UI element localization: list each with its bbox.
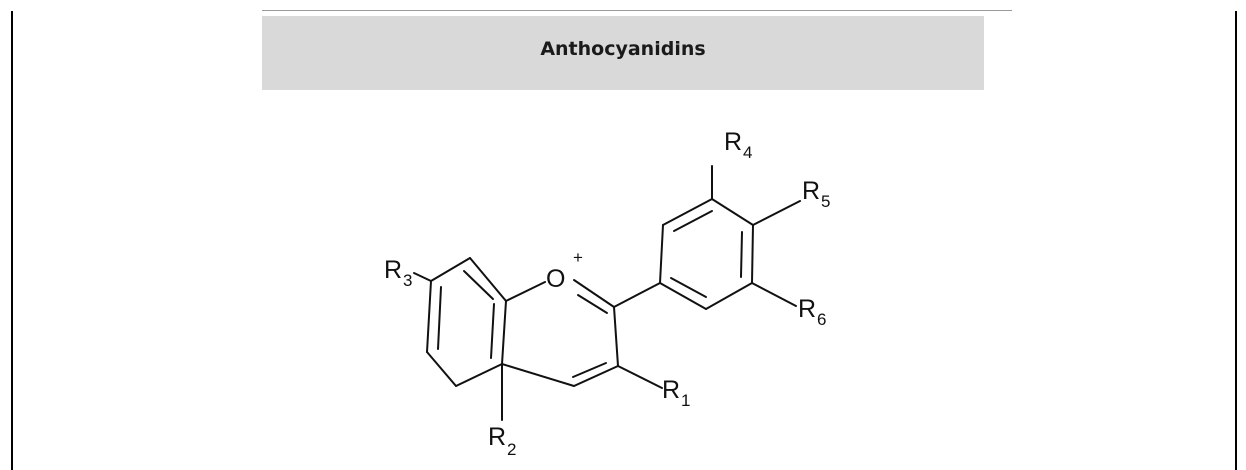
double-bond-inner <box>577 294 608 314</box>
header-band: Anthocyanidins <box>262 16 984 90</box>
bond <box>455 363 503 387</box>
bond-r3 <box>413 272 432 282</box>
bond <box>751 224 754 284</box>
svg-text:R: R <box>662 376 680 404</box>
bond <box>573 279 615 308</box>
bond <box>705 282 753 310</box>
svg-text:R: R <box>384 256 402 284</box>
r1-label: R 1 <box>662 376 690 410</box>
bond <box>501 363 575 387</box>
bond <box>662 198 713 226</box>
svg-text:5: 5 <box>821 192 830 211</box>
r4-label: R 4 <box>724 128 752 162</box>
bond <box>573 365 619 387</box>
double-bond-inner <box>673 210 713 232</box>
bond <box>430 257 471 282</box>
svg-text:R: R <box>488 423 506 451</box>
svg-text:4: 4 <box>743 143 752 162</box>
svg-text:R: R <box>802 177 820 205</box>
bond <box>426 351 457 387</box>
figure-title: Anthocyanidins <box>540 38 706 60</box>
svg-text:O: O <box>546 265 565 293</box>
bond <box>659 224 664 284</box>
bond <box>505 281 546 302</box>
bond <box>711 198 754 226</box>
right-border <box>1235 11 1237 470</box>
bond-r6 <box>751 282 797 307</box>
left-border <box>11 11 13 470</box>
svg-text:6: 6 <box>817 310 826 329</box>
double-bond-inner <box>463 270 494 300</box>
bond <box>613 306 619 367</box>
svg-text:R: R <box>724 128 742 156</box>
svg-text:1: 1 <box>681 391 690 410</box>
top-rule <box>262 10 1012 11</box>
bond <box>659 282 707 310</box>
r5-label: R 5 <box>802 177 830 211</box>
bond <box>469 257 507 302</box>
r3-label: R 3 <box>384 256 412 290</box>
bond <box>613 282 661 308</box>
svg-text:2: 2 <box>507 440 516 459</box>
svg-text:R: R <box>798 295 816 323</box>
double-bond-inner <box>670 277 707 298</box>
bond-r1 <box>617 365 663 389</box>
bond <box>426 280 432 353</box>
bond-r5 <box>752 200 801 226</box>
oxygen-label: O + <box>546 248 583 293</box>
svg-text:3: 3 <box>403 271 412 290</box>
double-bond-inner <box>572 362 607 378</box>
r6-label: R 6 <box>798 295 826 329</box>
r2-label: R 2 <box>488 423 516 459</box>
double-bond-inner <box>740 231 743 278</box>
double-bond-inner <box>437 286 442 350</box>
bond <box>501 300 507 365</box>
svg-text:+: + <box>573 248 583 267</box>
double-bond-inner <box>490 303 495 359</box>
